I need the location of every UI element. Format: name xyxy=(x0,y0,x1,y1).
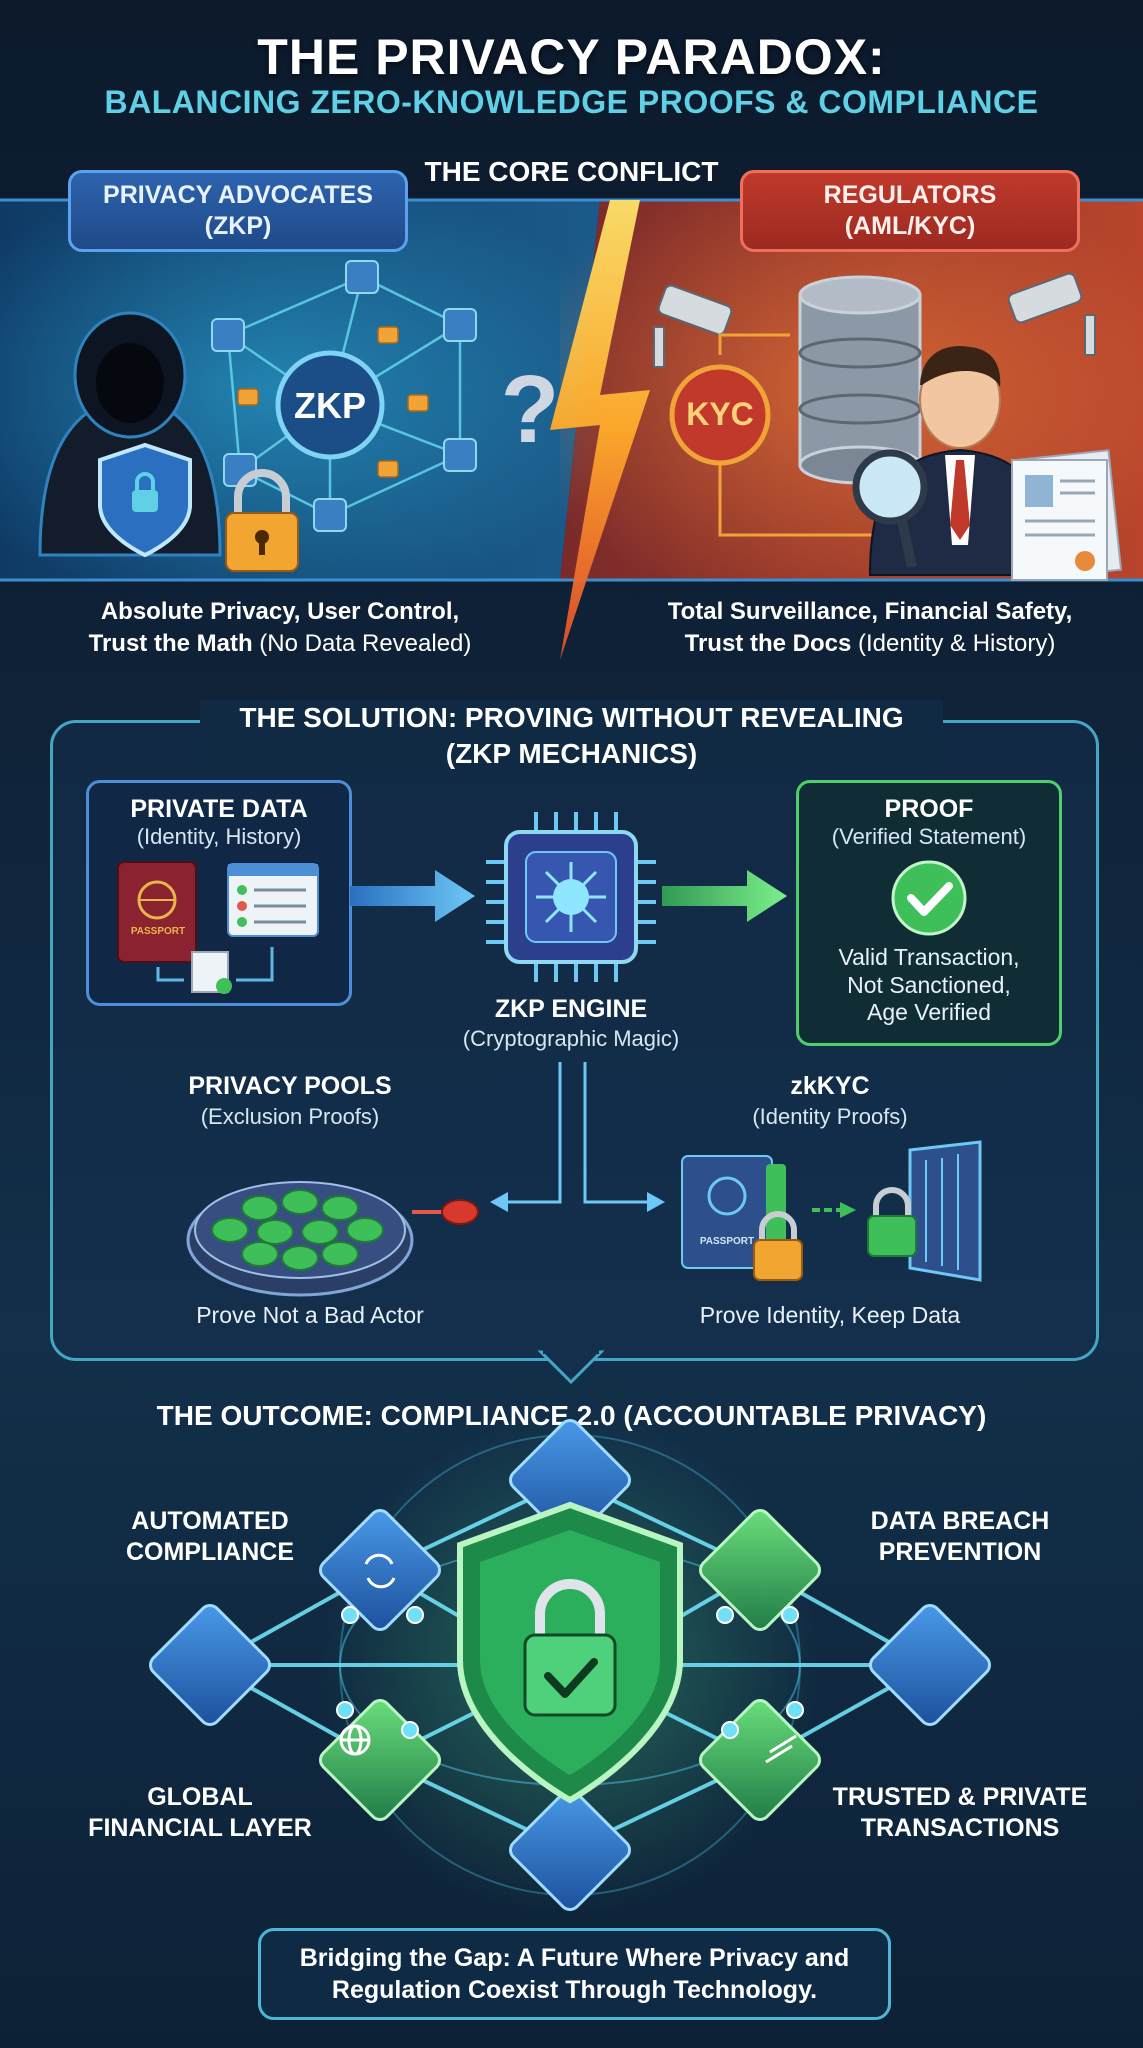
kyc-surveillance-illustration xyxy=(653,272,1123,581)
page-subtitle: BALANCING ZERO-KNOWLEDGE PROOFS & COMPLI… xyxy=(104,84,1039,120)
private-data-subtitle: (Identity, History) xyxy=(136,824,302,849)
privacy-pools-subtitle: (Exclusion Proofs) xyxy=(200,1104,380,1129)
checklist-window-icon xyxy=(227,863,319,937)
network-cube-top-right xyxy=(699,1509,821,1631)
engine-branch-lines xyxy=(490,1062,665,1212)
network-node-cubes xyxy=(211,260,477,532)
regulators-caption-line2-bold: Trust the Docs xyxy=(684,630,852,658)
zkkyc-identity-icon xyxy=(681,1140,982,1282)
regulators-caption-line2: (Identity & History) xyxy=(851,630,1056,658)
privacy-caption-line2-bold: Trust the Math xyxy=(88,630,253,658)
zkkyc-passport-label: PASSPORT xyxy=(699,1236,755,1247)
coin-icons xyxy=(211,1189,384,1271)
zkkyc-subtitle: (Identity Proofs) xyxy=(752,1104,908,1129)
bad-actor-token-icon xyxy=(441,1199,479,1225)
globe-icon xyxy=(339,1724,371,1756)
footer-line2: Regulation Coexist Through Technology. xyxy=(331,1976,818,2004)
flow-arrow-out xyxy=(662,870,787,922)
automated-compliance-line1: AUTOMATED xyxy=(131,1507,289,1535)
zkp-network-illustration xyxy=(38,260,477,572)
proof-statement-1: Valid Transaction, xyxy=(838,944,1020,970)
privacy-advocates-sublabel: (ZKP) xyxy=(204,212,272,240)
core-conflict-title: THE CORE CONFLICT xyxy=(424,156,719,187)
proof-statement-2: Not Sanctioned, xyxy=(847,971,1011,998)
network-cube-left xyxy=(149,1604,271,1726)
privacy-pools-caption: Prove Not a Bad Actor xyxy=(196,1302,424,1328)
network-cube-top-left xyxy=(319,1509,441,1631)
solution-title: THE SOLUTION: PROVING WITHOUT REVEALING … xyxy=(200,700,943,773)
trusted-private-transactions-label: TRUSTED & PRIVATE TRANSACTIONS xyxy=(810,1782,1110,1845)
privacy-advocates-label: PRIVACY ADVOCATES xyxy=(103,180,373,209)
zkkyc-caption: Prove Identity, Keep Data xyxy=(699,1302,961,1328)
kyc-badge-label: KYC xyxy=(686,396,754,432)
data-breach-line1: DATA BREACH xyxy=(870,1507,1050,1535)
proof-subtitle: (Verified Statement) xyxy=(831,824,1027,849)
privacy-advocates-badge: PRIVACY ADVOCATES (ZKP) xyxy=(68,170,408,252)
solution-panel-pointer xyxy=(537,1350,605,1385)
proof-box: PROOF (Verified Statement) Valid Transac… xyxy=(796,780,1062,1046)
padlock-icon xyxy=(225,469,299,572)
trusted-private-line2: TRANSACTIONS xyxy=(860,1814,1060,1843)
privacy-caption-line2: (No Data Revealed) xyxy=(252,630,472,658)
security-camera-icon-right xyxy=(1007,272,1096,356)
central-shield-lock-icon xyxy=(457,1501,683,1804)
private-data-icons xyxy=(117,861,319,994)
footer-banner: Bridging the Gap: A Future Where Privacy… xyxy=(258,1928,891,2020)
zkp-engine-title: ZKP ENGINE xyxy=(494,995,648,1023)
lightning-bolt-icon xyxy=(550,200,650,660)
network-cube-top xyxy=(509,1419,631,1541)
flow-arrow-in xyxy=(350,870,475,922)
check-circle-icon xyxy=(891,860,967,936)
automated-compliance-label: AUTOMATED COMPLIANCE xyxy=(80,1506,340,1569)
regulators-caption-line1: Total Surveillance, Financial Safety, xyxy=(667,598,1073,625)
transfer-arrows-icon xyxy=(765,1734,797,1764)
zkp-badge-label: ZKP xyxy=(294,385,366,426)
network-cube-right xyxy=(869,1604,991,1726)
proof-statement-3: Age Verified xyxy=(866,999,992,1026)
privacy-pools-title: PRIVACY POOLS xyxy=(188,1072,392,1100)
zkkyc-title: zkKYC xyxy=(790,1072,870,1100)
magnifier-icon xyxy=(852,449,928,569)
lock-icon xyxy=(753,1211,803,1281)
security-camera-icon-left xyxy=(653,284,733,368)
privacy-pool-coins-icon xyxy=(186,1181,479,1297)
data-breach-line2: PREVENTION xyxy=(878,1538,1042,1567)
passport-icon xyxy=(117,861,197,963)
document-stack-icon xyxy=(1011,449,1123,581)
vault-door-icon xyxy=(867,1140,982,1282)
automated-compliance-line2: COMPLIANCE xyxy=(125,1538,295,1567)
privacy-caption-line1: Absolute Privacy, User Control, xyxy=(100,598,460,625)
data-breach-prevention-label: DATA BREACH PREVENTION xyxy=(830,1506,1090,1569)
global-financial-line1: GLOBAL xyxy=(147,1783,253,1811)
privacy-advocates-caption: Absolute Privacy, User Control, Trust th… xyxy=(20,596,540,661)
question-mark-icon: ? xyxy=(500,356,560,463)
private-data-title: PRIVATE DATA xyxy=(130,795,308,823)
outcome-network-diagram xyxy=(149,1415,991,1915)
footer-line1: Bridging the Gap: A Future Where Privacy… xyxy=(299,1943,850,1972)
regulators-sublabel: (AML/KYC) xyxy=(844,212,976,240)
trusted-private-line1: TRUSTED & PRIVATE xyxy=(832,1783,1088,1811)
regulators-caption: Total Surveillance, Financial Safety, Tr… xyxy=(600,596,1140,661)
page-title: THE PRIVACY PARADOX: xyxy=(257,29,886,85)
global-financial-layer-label: GLOBAL FINANCIAL LAYER xyxy=(60,1782,340,1845)
small-lock-icons xyxy=(237,326,429,478)
sync-arrows-icon xyxy=(364,1553,396,1589)
document-icon xyxy=(191,951,232,994)
zkp-engine-chip-icon xyxy=(486,812,656,982)
regulators-label: REGULATORS xyxy=(823,180,997,209)
solution-title-line1: THE SOLUTION: PROVING WITHOUT REVEALING xyxy=(239,702,904,733)
network-cube-bottom xyxy=(509,1789,631,1911)
proof-title: PROOF xyxy=(884,795,974,823)
passport-label: PASSPORT xyxy=(130,926,186,937)
regulators-badge: REGULATORS (AML/KYC) xyxy=(740,170,1080,252)
global-financial-line2: FINANCIAL LAYER xyxy=(88,1814,312,1843)
zkp-engine-subtitle: (Cryptographic Magic) xyxy=(462,1026,680,1051)
solution-title-line2: (ZKP MECHANICS) xyxy=(445,738,698,770)
